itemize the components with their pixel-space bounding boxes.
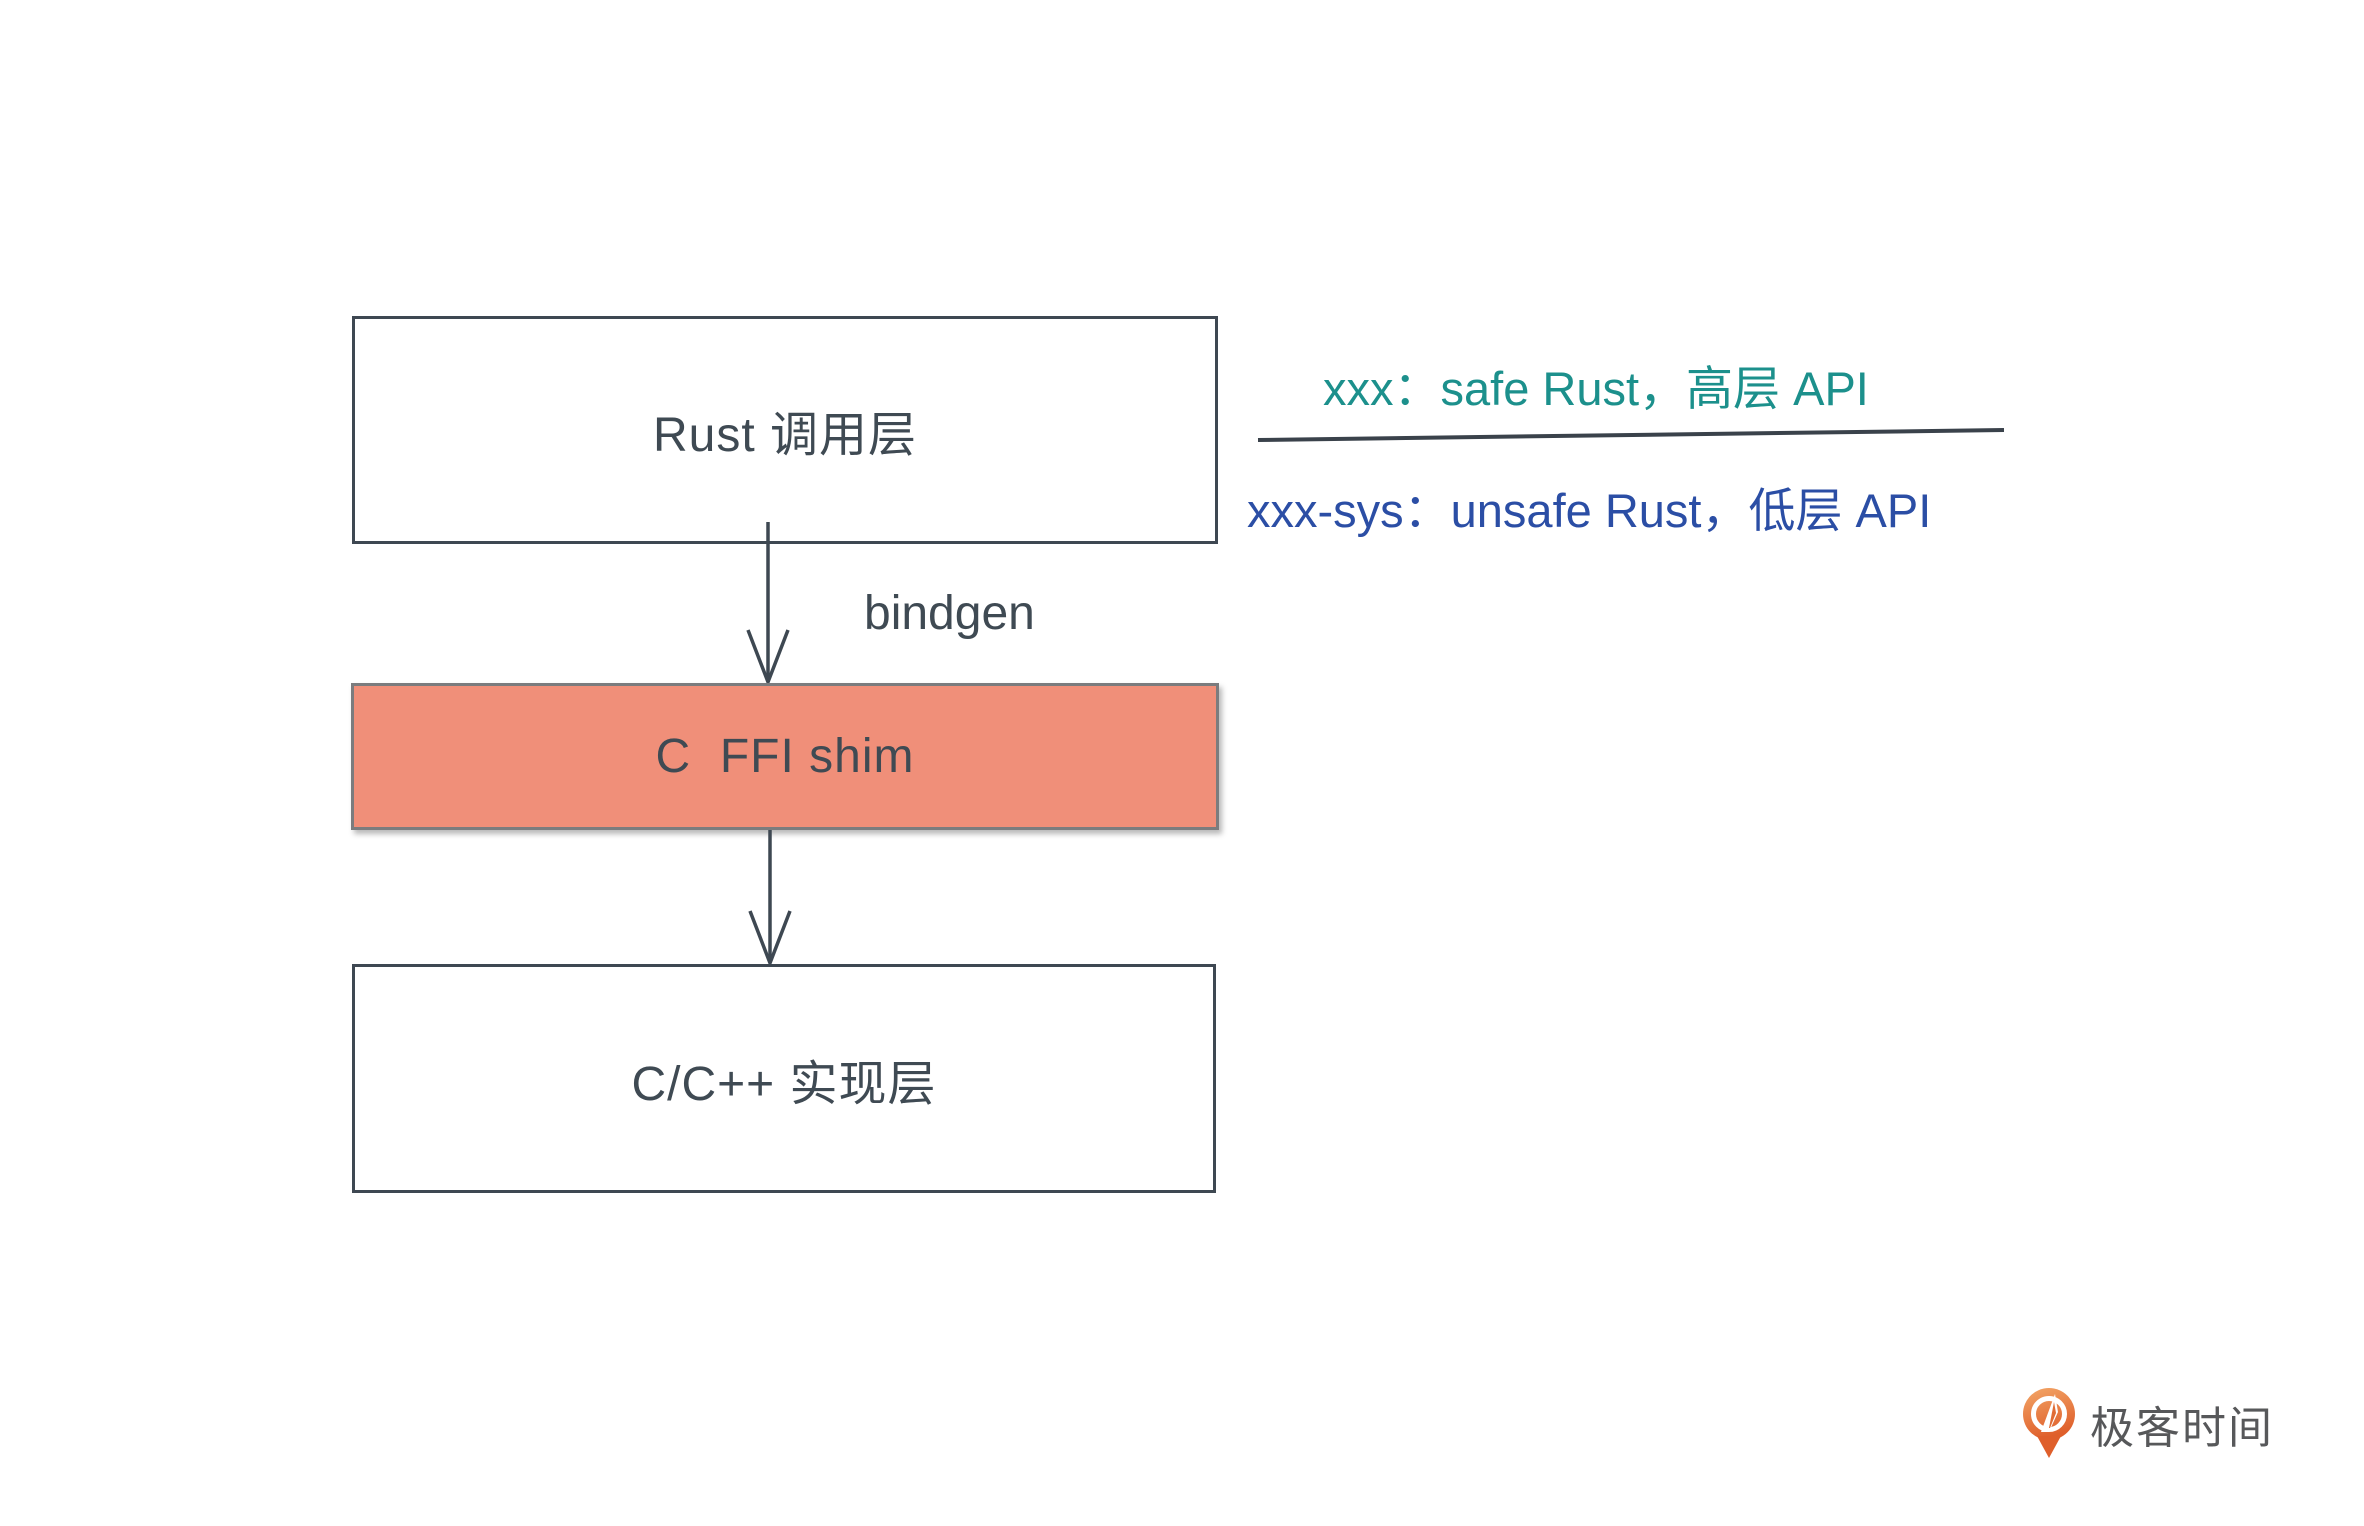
box-c-ffi-shim-label: C FFI shim: [655, 730, 915, 783]
geektime-logo: 极客时间: [2020, 1386, 2274, 1462]
bindgen-arrow-label: bindgen: [864, 587, 1035, 640]
box-rust-layer: Rust 调用层: [352, 316, 1218, 544]
arrow-down-icon: [748, 830, 792, 967]
box-rust-layer-label: Rust 调用层: [652, 409, 918, 462]
legend-sys-rust-text: xxx-sys：unsafe Rust，低层 API: [1247, 484, 1932, 537]
legend-safe-rust-text: xxx：safe Rust，高层 API: [1323, 362, 1869, 415]
box-c-impl-layer: C/C++ 实现层: [352, 964, 1216, 1193]
box-c-ffi-shim: C FFI shim: [351, 683, 1219, 830]
arrow-down-icon: [746, 522, 790, 687]
geektime-logo-text: 极客时间: [2090, 1404, 2274, 1453]
legend-divider-line: [1257, 428, 2005, 442]
geektime-pin-icon: [2023, 1388, 2075, 1458]
box-c-impl-layer-label: C/C++ 实现层: [631, 1057, 937, 1111]
